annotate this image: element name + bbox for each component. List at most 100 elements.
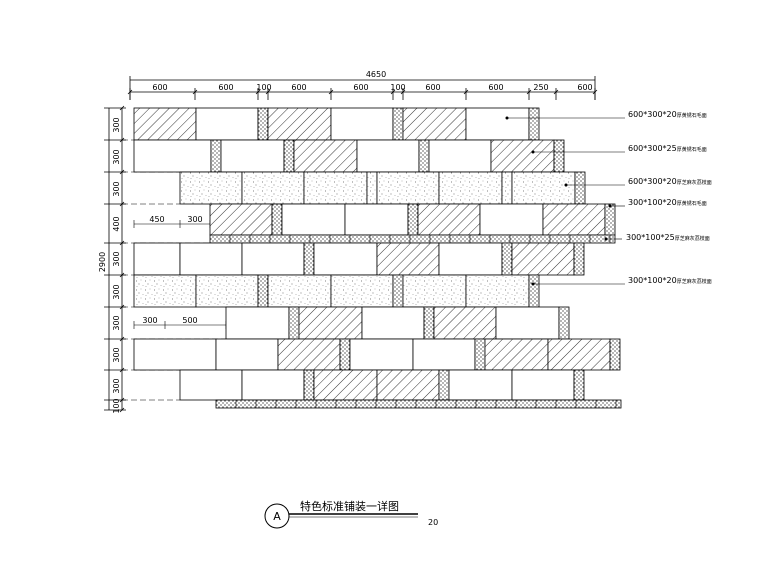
joint-strip — [271, 203, 283, 236]
material-callouts: 600*300*20厚黄锈石毛面 600*300*25厚黄锈石毛面 600*30… — [505, 110, 712, 286]
dim-tick-mark — [119, 105, 125, 111]
paver-yellow-rust-hatched — [490, 139, 555, 173]
left-dim-1: 300 — [112, 117, 121, 132]
joint-strip — [257, 274, 269, 308]
joint-strip — [574, 171, 586, 205]
paver-yellow-rust-hatched — [547, 338, 611, 371]
paver-sesame-grey — [501, 171, 513, 205]
offset-dim-300b: 300 — [142, 316, 157, 325]
dim-tick-mark — [390, 89, 396, 95]
paver-plain — [448, 369, 513, 401]
callout-5: 300*100*25厚芝麻灰荔枝面 — [604, 233, 710, 242]
top-dim-5: 600 — [353, 83, 368, 92]
paver-sesame-grey — [402, 274, 467, 308]
left-dim-3: 300 — [112, 181, 121, 196]
top-total-dim: 4650 — [366, 70, 386, 79]
callout-3-material: 厚芝麻灰荔枝面 — [677, 179, 712, 186]
joint-strip — [407, 203, 419, 236]
paver-sesame-grey — [303, 171, 368, 205]
paver-yellow-rust-hatched — [402, 107, 467, 141]
callout-6-material: 厚芝麻灰荔枝面 — [677, 278, 712, 285]
paver-plain — [241, 369, 305, 401]
paver-sesame-grey — [179, 171, 243, 205]
paver-yellow-rust-hatched — [313, 369, 378, 401]
paver-yellow-rust-hatched — [417, 203, 481, 236]
left-total-dim: 2900 — [98, 252, 107, 272]
callout-2-spec: 600*300*25 — [628, 144, 677, 153]
paver-plain — [438, 242, 503, 276]
paver-plain — [133, 338, 217, 371]
paver-plain — [220, 139, 285, 173]
joint-strip — [288, 306, 300, 340]
paver-plain — [465, 107, 530, 141]
dim-tick-mark — [592, 89, 598, 95]
joint-strip — [423, 306, 435, 340]
joint-strip — [609, 338, 621, 371]
paver-yellow-rust-hatched — [433, 306, 497, 340]
svg-text:300*100*20厚芝麻灰荔枝面: 300*100*20厚芝麻灰荔枝面 — [628, 276, 712, 285]
drawing-title: 特色标准铺装一详图 — [300, 499, 399, 513]
paver-plain — [511, 369, 575, 401]
svg-text:600*300*25厚黄锈石毛面: 600*300*25厚黄锈石毛面 — [628, 144, 707, 153]
joint-strip — [257, 107, 269, 141]
paver-plain — [313, 242, 378, 276]
paver-plain — [495, 306, 560, 340]
paver-plain — [281, 203, 346, 236]
joint-strip — [209, 234, 616, 244]
left-dim-6: 300 — [112, 284, 121, 299]
joint-strip — [283, 139, 295, 173]
paver-sesame-grey — [438, 171, 503, 205]
paver-yellow-rust-hatched — [484, 338, 549, 371]
paver-yellow-rust-hatched — [293, 139, 358, 173]
paver-plain — [356, 139, 420, 173]
paver-sesame-grey — [133, 274, 197, 308]
joint-strip — [418, 139, 430, 173]
drawing-title-block: A 特色标准铺装一详图 20 — [264, 499, 438, 529]
left-dim-8: 300 — [112, 347, 121, 362]
dim-tick-mark — [119, 407, 125, 413]
joint-strip — [573, 242, 585, 276]
callout-1: 600*300*20厚黄锈石毛面 — [505, 110, 707, 120]
paver-yellow-rust-hatched — [511, 242, 575, 276]
detail-marker-circle — [264, 503, 290, 529]
offset-dimensions: 450 300 300 500 — [133, 215, 227, 329]
paver-plain — [133, 139, 212, 173]
top-dim-1: 600 — [152, 83, 167, 92]
joint-strip — [303, 242, 315, 276]
paver-sesame-grey — [511, 171, 576, 205]
callout-2: 600*300*25厚黄锈石毛面 — [531, 144, 707, 154]
paver-plain — [133, 242, 181, 276]
dim-tick-mark — [553, 89, 559, 95]
top-dim-4: 600 — [291, 83, 306, 92]
joint-strip — [339, 338, 351, 371]
paver-plain — [428, 139, 492, 173]
joint-strip — [215, 399, 622, 409]
top-dimension-chain: 4650 600 600 100 600 600 100 600 600 250… — [127, 70, 598, 100]
paver-plain — [412, 338, 476, 371]
left-dim-10: 100 — [112, 398, 121, 413]
callout-3-spec: 600*300*20 — [628, 177, 677, 186]
joint-strip — [392, 107, 404, 141]
dim-tick-mark — [328, 89, 334, 95]
dim-tick-mark — [400, 89, 406, 95]
joint-strip — [392, 274, 404, 308]
joint-strip — [553, 139, 565, 173]
callout-1-spec: 600*300*20 — [628, 110, 677, 119]
paver-sesame-grey — [195, 274, 259, 308]
dim-tick-mark — [192, 89, 198, 95]
svg-text:600*300*20厚黄锈石毛面: 600*300*20厚黄锈石毛面 — [628, 110, 707, 119]
dim-tick-mark — [127, 89, 133, 95]
paver-plain — [361, 306, 425, 340]
paver-sesame-grey — [241, 171, 305, 205]
paver-plain — [241, 242, 305, 276]
callout-5-spec: 300*100*25 — [626, 233, 675, 242]
joint-strip — [474, 338, 486, 371]
joint-strip — [528, 274, 540, 308]
paver-plain — [195, 107, 259, 141]
offset-dim-500: 500 — [182, 316, 197, 325]
paver-sesame-grey — [465, 274, 530, 308]
top-dim-3: 100 — [256, 83, 271, 92]
paver-plain — [225, 306, 290, 340]
callout-4-spec: 300*100*20 — [628, 198, 677, 207]
